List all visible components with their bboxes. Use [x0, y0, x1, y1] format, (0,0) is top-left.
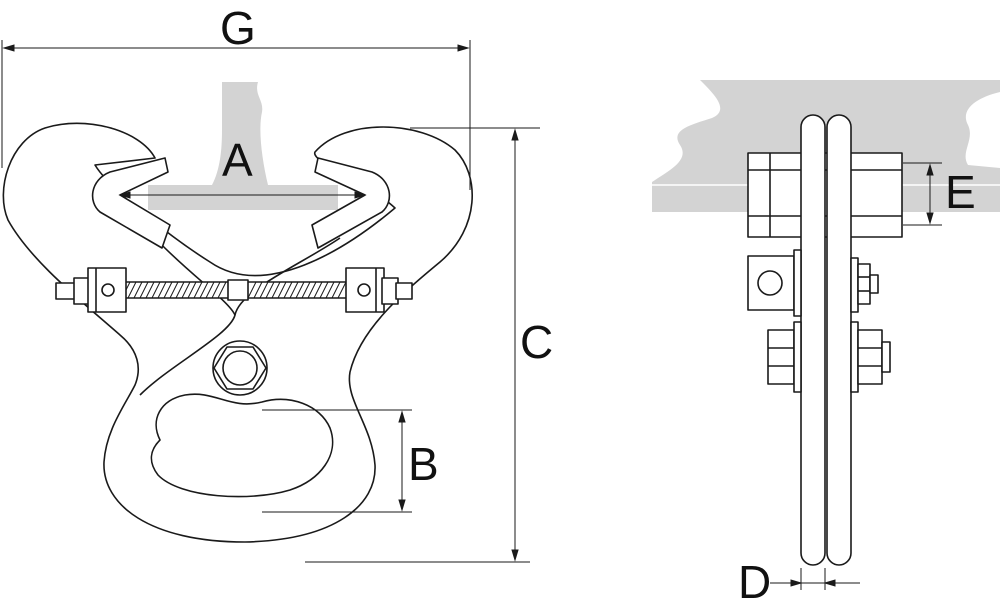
- side-dimension-lines: [770, 163, 934, 587]
- label-e: E: [945, 166, 976, 218]
- side-plate-left: [800, 114, 826, 566]
- label-a: A: [222, 134, 253, 186]
- side-hex-bolt-left: [767, 321, 802, 393]
- label-b: B: [408, 438, 439, 490]
- right-jaw: [311, 157, 391, 249]
- left-nut-block: [55, 267, 127, 313]
- crossing-arm-right: [234, 237, 341, 316]
- side-right-bolt-end: [850, 257, 879, 313]
- side-left-nut: [747, 249, 802, 317]
- side-plate-right: [826, 114, 852, 566]
- label-c: C: [520, 316, 553, 368]
- label-g: G: [220, 2, 256, 54]
- center-bolt: [212, 340, 268, 396]
- beam-web: [148, 82, 338, 210]
- right-nut-block: [345, 267, 413, 313]
- label-d: D: [738, 556, 771, 608]
- clamp-body-outline: [2, 122, 473, 543]
- side-view: [652, 80, 1000, 590]
- dimension-labels: G A C B E D: [220, 2, 976, 608]
- crossing-arm-left: [139, 237, 236, 396]
- beam-flange: [652, 80, 1000, 212]
- left-jaw: [91, 157, 171, 249]
- sling-opening: [150, 393, 334, 498]
- front-dimension-lines: [2, 44, 519, 562]
- side-hex-nut-right: [850, 321, 891, 393]
- rod-coupling: [227, 279, 249, 301]
- front-view: [1, 40, 540, 563]
